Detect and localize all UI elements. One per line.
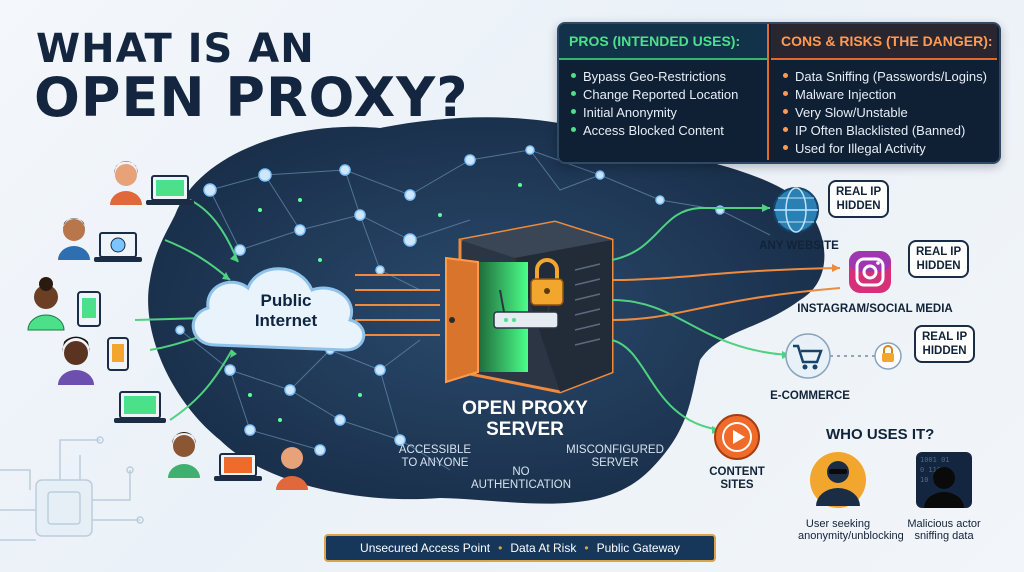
- cons-header: CONS & RISKS (THE DANGER):: [771, 24, 997, 60]
- server-rack-icon: [445, 220, 614, 394]
- router-icon: [493, 289, 559, 329]
- cons-item: Used for Illegal Activity: [783, 140, 997, 158]
- person-icon: [110, 161, 142, 205]
- pros-column: PROS (INTENDED USES): Bypass Geo-Restric…: [559, 24, 769, 160]
- padlock-icon: [530, 258, 564, 306]
- shopping-cart-icon: [785, 333, 831, 379]
- person-icon: [27, 277, 65, 331]
- dest-social: INSTAGRAM/SOCIAL MEDIA: [797, 303, 953, 315]
- phone-icon: [107, 337, 129, 371]
- laptop-icon: [214, 453, 262, 481]
- dest-ecommerce: E-COMMERCE: [770, 390, 850, 402]
- play-icon: [714, 414, 760, 460]
- pros-item: Initial Anonymity: [571, 104, 767, 122]
- cloud-icon: [191, 267, 366, 352]
- title-line-2: OPEN PROXY?: [34, 66, 469, 129]
- bottom-banner: Unsecured Access Point•Data At Risk•Publ…: [324, 534, 716, 562]
- pros-item: Change Reported Location: [571, 86, 767, 104]
- cons-item: IP Often Blacklisted (Banned): [783, 122, 997, 140]
- cons-item: Data Sniffing (Passwords/Logins): [783, 68, 997, 86]
- title-line-1: WHAT IS AN: [36, 26, 315, 72]
- globe-icon: [773, 187, 819, 233]
- chip-icon: [0, 436, 144, 541]
- pros-item: Access Blocked Content: [571, 122, 767, 140]
- svg-text:0 1101: 0 1101: [920, 466, 945, 474]
- instagram-icon: [849, 251, 891, 293]
- phone-icon: [77, 291, 101, 327]
- cons-column: CONS & RISKS (THE DANGER): Data Sniffing…: [771, 24, 997, 160]
- svg-text:1001 01: 1001 01: [920, 456, 950, 464]
- laptop-icon: [94, 232, 142, 262]
- dest-website: ANY WEBSITE: [759, 240, 839, 252]
- laptop-icon: [114, 391, 166, 423]
- person-icon: [58, 336, 94, 385]
- person-icon: [58, 218, 90, 260]
- pros-item: Bypass Geo-Restrictions: [571, 68, 767, 86]
- who-uses-title: WHO USES IT?: [826, 426, 935, 443]
- pros-cons-panel: PROS (INTENDED USES): Bypass Geo-Restric…: [557, 22, 1001, 164]
- padlock-icon: [874, 342, 902, 370]
- cons-item: Malware Injection: [783, 86, 997, 104]
- laptop-icon: [146, 175, 194, 205]
- person-icon: [276, 445, 308, 490]
- person-icon: [168, 432, 200, 478]
- hacker-icon: [810, 452, 866, 508]
- pros-header: PROS (INTENDED USES):: [559, 24, 767, 60]
- cons-item: Very Slow/Unstable: [783, 104, 997, 122]
